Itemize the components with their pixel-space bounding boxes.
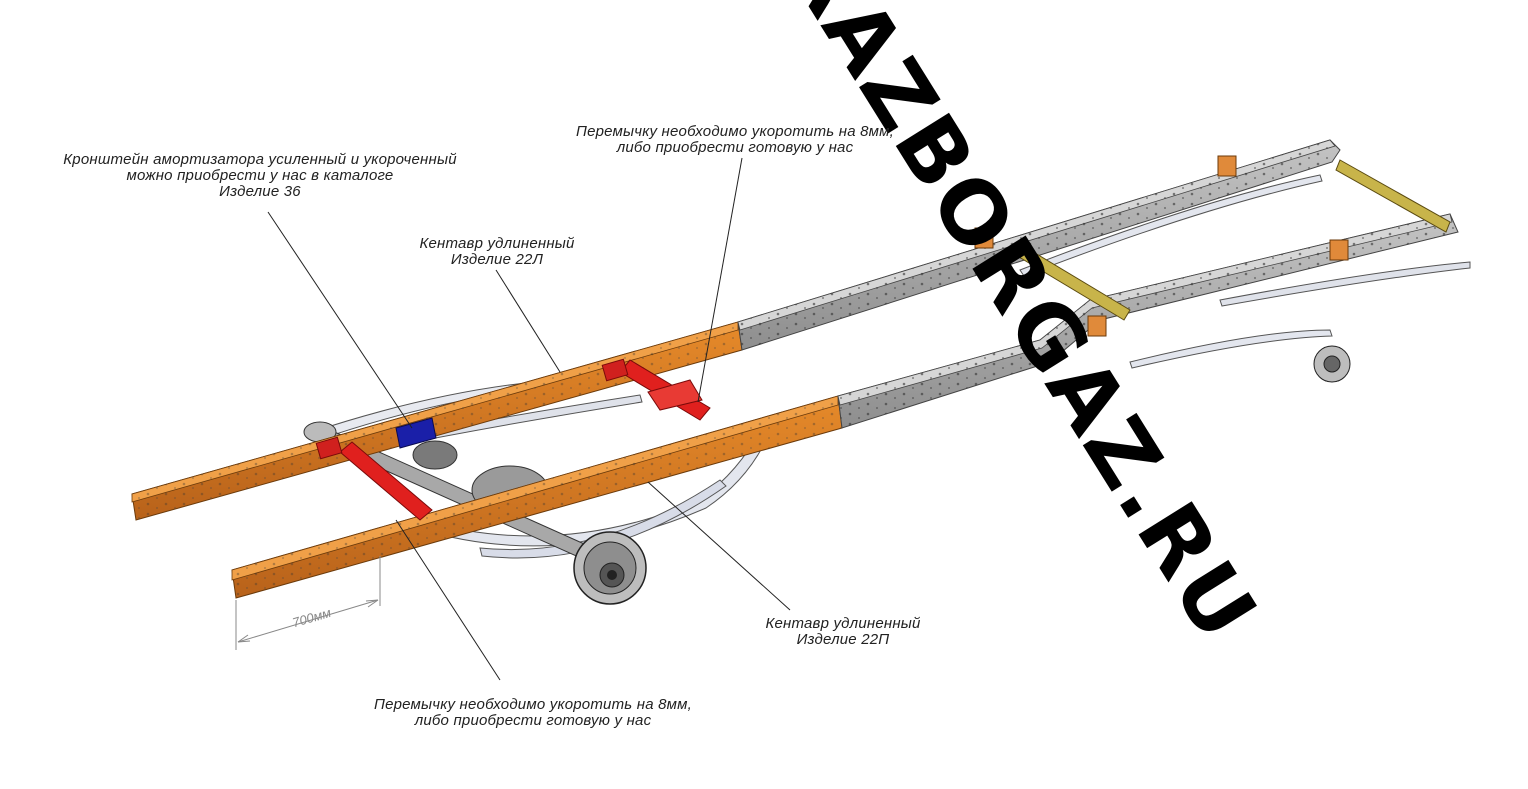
callout-crossbar-top: Перемычку необходимо укоротить на 8мм, л… <box>540 124 930 156</box>
front-crossmember <box>1013 159 1451 321</box>
rear-crossbars <box>315 358 711 521</box>
leader-bracket <box>267 211 413 429</box>
front-bump-stops <box>974 155 1349 337</box>
shock-bracket-36 <box>395 417 437 449</box>
left-frame-rail <box>131 139 1341 521</box>
leader-lines <box>267 157 791 681</box>
callout-crossbar-bottom: Перемычку необходимо укоротить на 8мм, л… <box>338 697 728 729</box>
callout-bracket-line1: Кронштейн амортизатора усиленный и укоро… <box>63 151 457 168</box>
right-frame-rail <box>231 213 1459 599</box>
rear-wheel-hub <box>573 531 647 605</box>
callout-crossbar-bottom-line1: Перемычку необходимо укоротить на 8мм, <box>374 696 692 713</box>
callout-bracket-line2: можно приобрести у нас в каталоге <box>126 167 394 184</box>
leader-kentavr-right <box>647 481 791 611</box>
watermark: RAZBORGAZ.RU <box>766 0 1277 659</box>
callout-crossbar-bottom-line2: либо приобрести готовую у нас <box>414 712 652 729</box>
callout-bracket-line3: Изделие 36 <box>219 183 301 200</box>
callout-bracket: Кронштейн амортизатора усиленный и укоро… <box>22 152 498 200</box>
callout-kentavr-right-line1: Кентавр удлиненный <box>765 615 921 632</box>
dimension-700mm <box>235 556 381 650</box>
callout-crossbar-top-line1: Перемычку необходимо укоротить на 8мм, <box>576 123 894 140</box>
front-wheel-hub <box>1313 345 1351 383</box>
leader-crossbar-top <box>697 157 743 403</box>
callout-kentavr-left: Кентавр удлиненный Изделие 22Л <box>402 236 592 268</box>
leader-crossbar-bottom <box>395 519 501 681</box>
dimension-label: 700мм <box>291 605 333 630</box>
callout-kentavr-right-line2: Изделие 22П <box>796 631 890 648</box>
callout-kentavr-left-line2: Изделие 22Л <box>450 251 544 268</box>
callout-kentavr-right: Кентавр удлиненный Изделие 22П <box>748 616 938 648</box>
callout-crossbar-top-line2: либо приобрести готовую у нас <box>616 139 854 156</box>
leader-kentavr-left <box>495 269 561 373</box>
callout-kentavr-left-line1: Кентавр удлиненный <box>419 235 575 252</box>
